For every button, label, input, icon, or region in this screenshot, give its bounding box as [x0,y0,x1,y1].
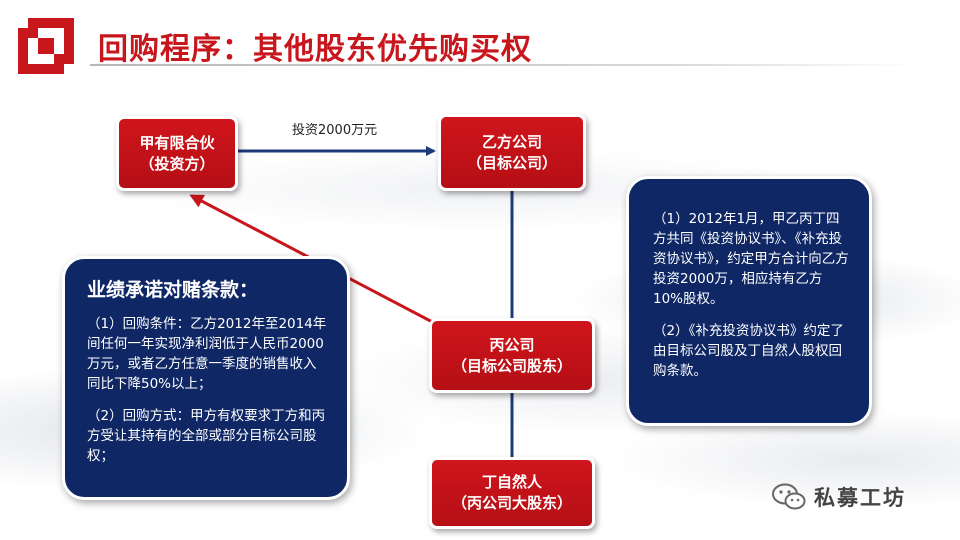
agreement-text-2: （2）《补充投资协议书》约定了由目标公司股及丁自然人股权回购条款。 [653,321,849,381]
buyback-method-text: （2）回购方式：甲方有权要求丁方和丙方受让其持有的全部或部分目标公司股权； [87,406,327,466]
investor-role: （投资方） [139,154,214,175]
watermark: 私募工坊 [772,482,906,512]
person-node: 丁自然人 （丙公司大股东） [429,457,595,529]
buyback-terms-panel: 业绩承诺对赌条款： （1）回购条件：乙方2012年至2014年间任何一年实现净利… [62,256,350,500]
agreement-text-1: （1）2012年1月，甲乙丙丁四方共同《投资协议书》、《补充投资协议书》，约定甲… [653,209,849,309]
investment-label: 投资2000万元 [292,119,377,138]
wechat-icon [772,483,806,511]
shareholder-role: （目标公司股东） [452,356,572,377]
shareholder-node: 丙公司 （目标公司股东） [429,318,595,393]
target-name: 乙方公司 [482,132,542,153]
buyback-condition-text: （1）回购条件：乙方2012年至2014年间任何一年实现净利润低于人民币2000… [87,314,327,394]
investor-node: 甲有限合伙 （投资方） [116,116,238,191]
person-name: 丁自然人 [482,472,542,493]
target-company-node: 乙方公司 （目标公司） [438,114,586,191]
investor-name: 甲有限合伙 [139,133,214,154]
target-role: （目标公司） [467,153,557,174]
agreement-panel: （1）2012年1月，甲乙丙丁四方共同《投资协议书》、《补充投资协议书》，约定甲… [626,176,872,426]
buyback-terms-heading: 业绩承诺对赌条款： [87,275,327,302]
person-role: （丙公司大股东） [452,493,572,514]
shareholder-name: 丙公司 [489,335,534,356]
watermark-text: 私募工坊 [814,482,906,512]
